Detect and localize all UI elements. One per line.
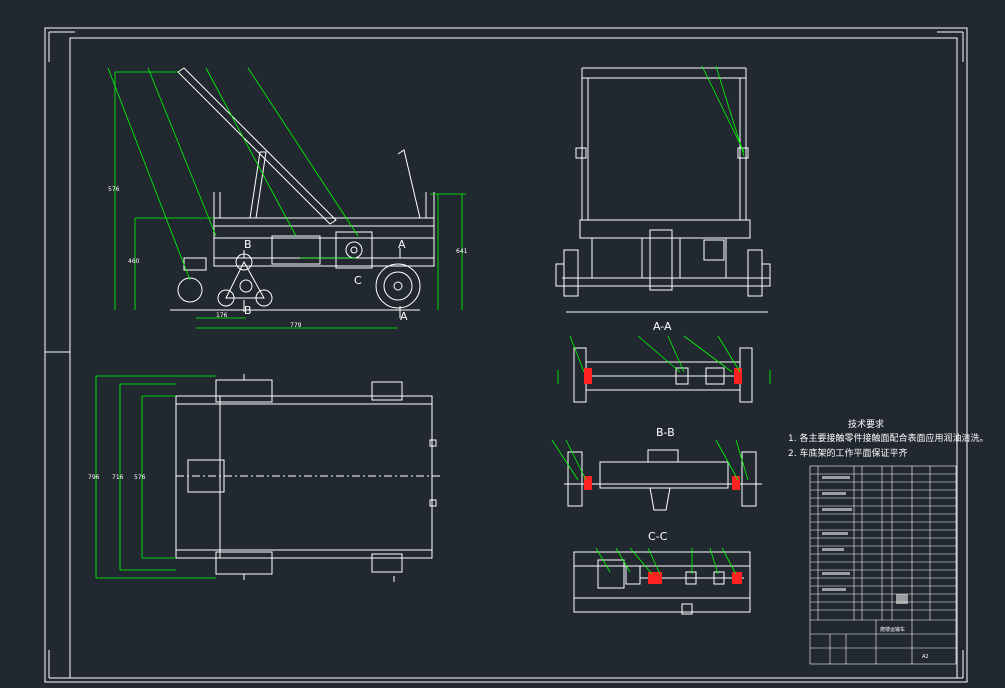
side-view-dimensions [107, 67, 466, 329]
section-aa [573, 347, 753, 403]
front-view [555, 67, 771, 313]
dim-plan-mid: 716 [112, 474, 124, 481]
tech-note-line-1: 1. 各主要接触零件接触面配合表面应用润油清洗。 [788, 434, 989, 444]
dim-width-total: 779 [290, 322, 302, 329]
dim-plan-inner: 576 [134, 474, 146, 481]
title-block-scale: A2 [922, 654, 929, 660]
section-label-aa: A-A [653, 320, 672, 333]
section-label-cc: C-C [648, 530, 668, 543]
view-letter-b-top: B [244, 238, 252, 251]
dim-height-right: 641 [456, 248, 468, 255]
plan-view [175, 374, 440, 582]
section-bb-leaders [551, 439, 749, 481]
section-aa-leaders [557, 335, 771, 384]
section-bb-hatch [584, 476, 740, 490]
section-label-bb: B-B [656, 426, 675, 439]
section-bb [564, 449, 762, 511]
section-cc [573, 551, 751, 615]
view-letter-b-bottom: B [244, 304, 252, 317]
corner-marks [45, 31, 964, 679]
plan-view-dimensions [95, 375, 216, 579]
dim-height-overall: 576 [108, 186, 120, 193]
inner-border [69, 37, 958, 679]
title-block [809, 465, 957, 665]
view-letter-a-bottom: A [400, 310, 408, 323]
view-letter-a-top: A [398, 238, 406, 251]
dim-width-left: 176 [216, 312, 228, 319]
outer-border [44, 27, 968, 683]
dim-plan-outer: 796 [88, 474, 100, 481]
section-cc-hatch [648, 572, 742, 584]
section-aa-hatch [584, 368, 742, 384]
side-view [170, 67, 435, 311]
tech-notes-title: 技术要求 [848, 420, 885, 430]
dim-height-side: 460 [128, 258, 140, 265]
section-cc-leaders [595, 547, 737, 575]
bom-text-blocks [822, 476, 908, 604]
front-view-dimensions [701, 65, 745, 157]
tech-note-line-2: 2. 车底架的工作平面保证平齐 [788, 449, 908, 459]
title-block-drawing-name: 爬楼运输车 [880, 627, 906, 633]
section-cut-marks [243, 248, 401, 318]
view-letter-c: C [354, 274, 362, 287]
